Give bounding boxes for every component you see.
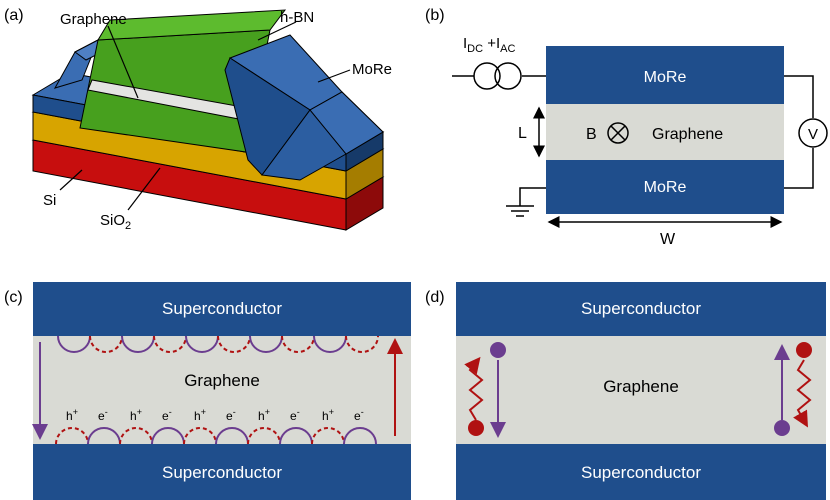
panel-a-tag: (a) — [4, 7, 24, 24]
carrier-labels: h+ e- h+ e- h+ e- h+ e- h+ e- — [66, 407, 364, 423]
top-superconductor — [33, 282, 411, 336]
right-andreev-pair — [774, 342, 812, 436]
graphene-region — [456, 336, 826, 444]
ground-icon — [506, 187, 546, 217]
panel-d: (d) Superconductor Graphene Superconduct… — [425, 282, 826, 500]
carrier-label: h+ — [258, 407, 270, 423]
graphene-channel — [546, 104, 784, 160]
top-electrode — [546, 46, 784, 104]
panel-c-tag: (c) — [4, 289, 23, 306]
panel-b: (b) MoRe MoRe Graphene B IDC +IAC — [425, 7, 828, 248]
carrier-label: h+ — [322, 407, 334, 423]
current-source-label: IDC +IAC — [463, 35, 516, 55]
graphene-label: Graphene — [603, 377, 679, 396]
graphene-label: Graphene — [652, 126, 723, 143]
label-hbn: h-BN — [280, 9, 314, 26]
panel-a: (a) — [4, 7, 392, 232]
bottom-superconductor-label: Superconductor — [162, 463, 282, 482]
more-right-block — [224, 34, 384, 181]
panel-c: (c) Superconductor Graphene Superconduct… — [4, 282, 411, 500]
voltmeter-wiring — [784, 75, 814, 189]
field-label: B — [586, 126, 597, 143]
electron-dot — [796, 342, 812, 358]
hbn-stack — [79, 9, 287, 153]
panel-a-leaders — [59, 21, 351, 211]
panel-d-tag: (d) — [425, 289, 445, 306]
bottom-superconductor — [456, 444, 826, 500]
carrier-label: h+ — [194, 407, 206, 423]
voltmeter-icon — [798, 118, 828, 148]
label-sio2: SiO2 — [100, 212, 131, 232]
carrier-label: e- — [98, 407, 108, 423]
current-source-icon — [473, 62, 522, 90]
label-more: MoRe — [352, 61, 392, 78]
bottom-superconductor — [33, 444, 411, 500]
carrier-label: e- — [226, 407, 236, 423]
electron-dot — [468, 420, 484, 436]
width-label: W — [660, 231, 676, 248]
label-si: Si — [43, 192, 56, 209]
voltmeter-label: V — [808, 126, 818, 143]
carrier-label: h+ — [66, 407, 78, 423]
graphene-region — [33, 336, 411, 444]
bottom-skipping-orbits — [55, 427, 377, 445]
top-superconductor-label: Superconductor — [162, 299, 282, 318]
graphene-label: Graphene — [184, 371, 260, 390]
bottom-electrode — [546, 160, 784, 214]
top-superconductor — [456, 282, 826, 336]
panel-b-tag: (b) — [425, 7, 445, 24]
carrier-label: e- — [162, 407, 172, 423]
top-electrode-label: MoRe — [644, 69, 687, 86]
hole-dot — [490, 342, 506, 358]
left-andreev-pair — [464, 342, 506, 438]
top-superconductor-label: Superconductor — [581, 299, 701, 318]
bottom-superconductor-label: Superconductor — [581, 463, 701, 482]
carrier-label: e- — [290, 407, 300, 423]
carrier-label: e- — [354, 407, 364, 423]
top-skipping-orbits — [57, 335, 379, 353]
carrier-label: h+ — [130, 407, 142, 423]
hole-dot — [774, 420, 790, 436]
bottom-electrode-label: MoRe — [644, 179, 687, 196]
length-label: L — [518, 125, 527, 142]
field-into-page-icon — [607, 122, 629, 144]
label-graphene: Graphene — [60, 11, 127, 28]
